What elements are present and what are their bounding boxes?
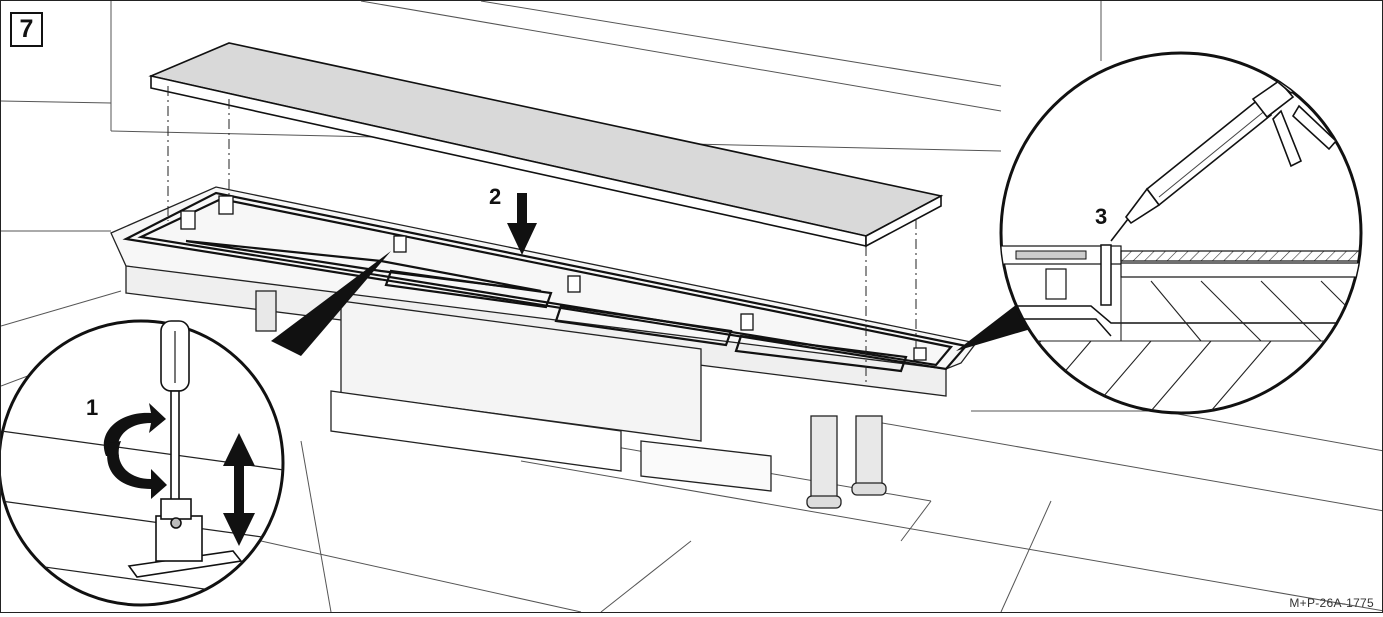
detail-circle-left bbox=[0, 319, 285, 607]
detail-circle-right bbox=[999, 51, 1363, 415]
cover-plate bbox=[148, 42, 944, 248]
callout-step-3: 3 bbox=[1095, 204, 1108, 229]
fastener-base bbox=[127, 498, 243, 578]
callout-step-1: 1 bbox=[86, 395, 99, 420]
alignment-lines bbox=[167, 86, 917, 386]
rotate-arrows-icon bbox=[103, 403, 167, 499]
channel-body bbox=[110, 186, 978, 509]
clips bbox=[180, 195, 927, 361]
updown-arrow-icon bbox=[223, 433, 255, 546]
reference-code: M+P-26A-1775 bbox=[1289, 596, 1374, 610]
left-callout-pointer bbox=[271, 251, 391, 356]
callout-step-2: 2 bbox=[489, 184, 502, 209]
step-number-box: 7 bbox=[10, 12, 43, 47]
down-arrow-icon bbox=[507, 193, 537, 255]
step-number: 7 bbox=[19, 15, 34, 43]
